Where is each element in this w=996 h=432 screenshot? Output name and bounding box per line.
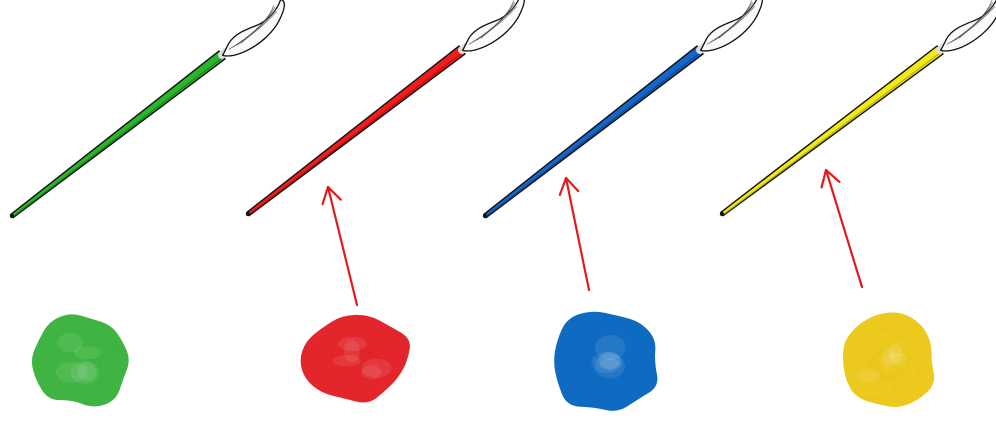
blobs-group <box>32 312 934 411</box>
green-brush-shade <box>13 57 224 217</box>
green-brush-handle <box>11 51 225 218</box>
red-brush-handle <box>247 46 465 216</box>
blue-paint-blob <box>554 312 657 411</box>
yellow-paint-blob <box>843 312 934 407</box>
blue-brush-handle <box>484 46 703 218</box>
red-arrow <box>323 187 357 305</box>
green-brush <box>10 0 285 218</box>
red-paint-blob <box>301 315 410 403</box>
yellow-brush-tip <box>720 212 724 216</box>
green-brush-tip <box>10 214 14 218</box>
arrows-group <box>323 170 862 305</box>
red-brush <box>246 0 525 216</box>
brushes-group <box>10 0 996 218</box>
blue-arrow <box>560 178 589 290</box>
red-brush-tip <box>246 212 250 216</box>
red-brush-shade <box>249 52 464 215</box>
yellow-brush <box>720 0 996 216</box>
green-paint-blob <box>32 314 129 406</box>
yellow-arrow <box>822 170 862 287</box>
blue-brush-shade <box>486 52 702 217</box>
blue-brush <box>483 0 763 218</box>
blue-brush-tip <box>483 214 487 218</box>
